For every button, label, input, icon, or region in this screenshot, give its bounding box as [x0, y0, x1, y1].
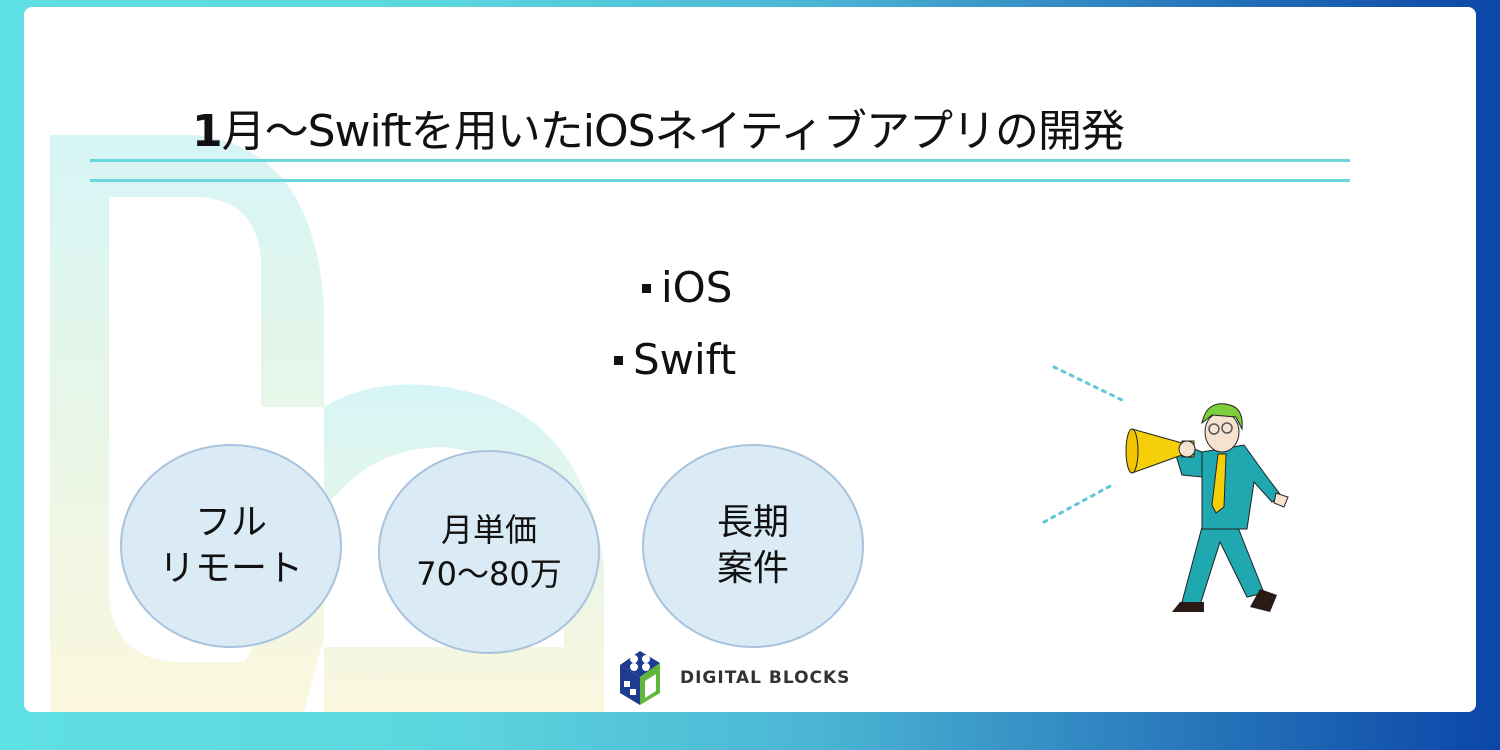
tech-label: Swift	[633, 335, 737, 384]
title-rule-top	[90, 159, 1350, 162]
badge-line: 案件	[716, 548, 789, 589]
title-rule-bottom	[90, 179, 1350, 182]
badge-monthly-rate: 月単価 70〜80万	[378, 450, 600, 654]
tech-item-ios: iOS	[642, 252, 736, 324]
badge-line: 長期	[716, 502, 789, 543]
badge-line: フル	[194, 502, 267, 543]
bullet-square-icon	[642, 283, 651, 293]
page-title: 1月〜Swiftを用いたiOSネイティブアプリの開発	[192, 106, 1125, 157]
badge-line: 70〜80万	[416, 555, 562, 593]
badge-long-term: 長期 案件	[642, 444, 864, 648]
badge-line: リモート	[158, 548, 303, 589]
tech-item-swift: Swift	[614, 324, 736, 396]
company-logo: DIGITAL BLOCKS	[612, 647, 850, 709]
logo-text: DIGITAL BLOCKS	[680, 668, 851, 688]
badge-line: 月単価	[440, 511, 537, 549]
tech-label: iOS	[661, 263, 733, 312]
bullet-square-icon	[614, 355, 623, 365]
dice-blocks-icon	[620, 651, 660, 705]
slide-card: 1月〜Swiftを用いたiOSネイティブアプリの開発 iOS Swift フル …	[24, 7, 1476, 712]
man-with-megaphone-icon	[1042, 365, 1289, 612]
tech-list: iOS Swift	[614, 252, 736, 396]
badge-full-remote: フル リモート	[120, 444, 342, 648]
